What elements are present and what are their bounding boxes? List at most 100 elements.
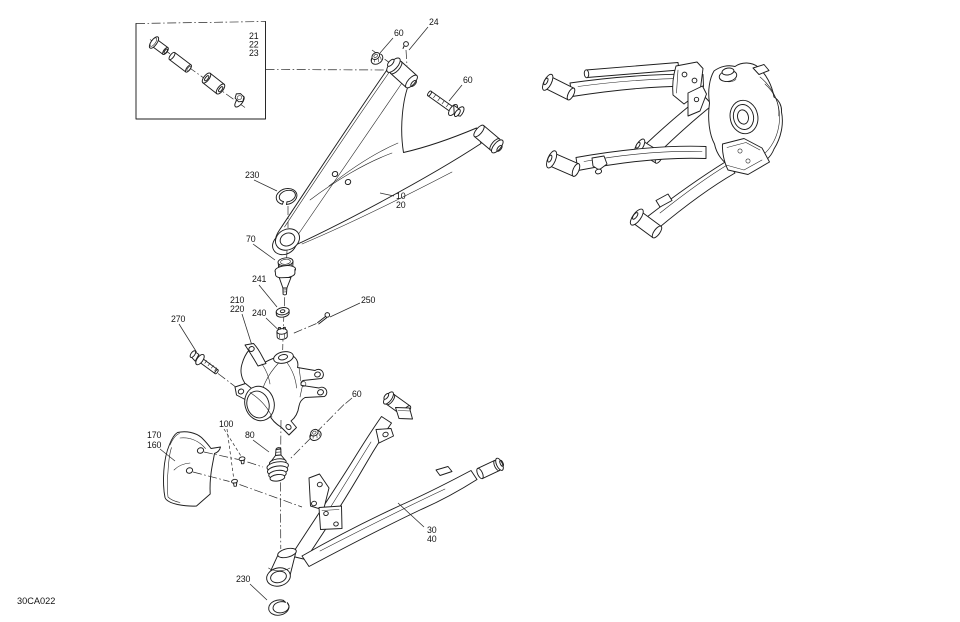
cotter-pin-250-shape — [317, 315, 328, 325]
nut-part-shape — [234, 93, 245, 103]
upper-suspension-arm-shape — [344, 178, 352, 186]
upper-arm-front-bushing — [386, 57, 418, 89]
assembled-suspension-view-shape — [583, 69, 590, 79]
lower-suspension-arm-shape — [323, 511, 329, 516]
arm-guard-shape — [167, 433, 181, 503]
snap-ring-upper-shape — [281, 201, 288, 205]
assembled-suspension-view-shape — [721, 67, 735, 76]
assembled-suspension-view-shape — [693, 96, 700, 103]
lower-suspension-arm-shape — [329, 441, 372, 509]
assembled-lower-rear-bushing-shape — [632, 212, 639, 220]
arm-guard-shape — [179, 437, 206, 449]
arm-guard-shape — [185, 467, 194, 474]
flanged-bolt-upper-shape — [433, 94, 449, 108]
assembled-suspension-view-shape — [569, 73, 704, 97]
snap-ring-lower-shape — [272, 601, 290, 614]
callout-20: 20 — [396, 200, 406, 210]
steering-knuckle-shape — [317, 389, 324, 396]
leader-line — [159, 448, 176, 462]
callout-label: 241 — [252, 274, 266, 284]
assembled-suspension-view-shape — [681, 71, 688, 78]
snap-ring-lower-shape — [282, 599, 289, 605]
callout-80: 80 — [245, 430, 270, 453]
leader-line — [448, 84, 463, 102]
upper-suspension-arm-shape — [292, 79, 405, 243]
steering-knuckle-shape — [249, 392, 273, 418]
lower-suspension-arm-shape — [311, 500, 317, 507]
assembled-lower-front-bushing-shape — [571, 163, 581, 177]
cotter-pin-250 — [292, 312, 331, 334]
assembled-suspension-view-shape — [759, 76, 780, 158]
spacer-part-shape — [204, 75, 210, 82]
lower-arm-front-bushing-shape — [495, 457, 504, 471]
upper-arm-rear-bushing-shape — [473, 124, 485, 138]
upper-suspension-arm-shape — [328, 142, 399, 187]
leader-line — [178, 323, 197, 353]
steering-knuckle-shape — [314, 371, 321, 378]
callout-250: 250 — [329, 295, 376, 318]
assembled-suspension-view-shape — [725, 159, 763, 171]
callout-230: 230 — [245, 170, 278, 192]
upper-arm-eye — [272, 228, 301, 256]
sleeve-part — [168, 51, 192, 73]
assembled-suspension-view-shape — [745, 158, 751, 164]
steering-knuckle-shape — [246, 390, 270, 419]
upper-suspension-arm-shape — [284, 68, 392, 228]
steering-knuckle-shape — [282, 428, 295, 436]
callout-170: 170 — [147, 430, 162, 440]
assembled-suspension-view-shape — [594, 168, 603, 175]
assembled-lower-rear-bushing — [629, 208, 663, 239]
callout-label: 60 — [394, 28, 404, 38]
upper-ball-joint-shape — [278, 276, 292, 289]
leader-line — [379, 37, 394, 54]
assembled-suspension-view-shape — [687, 85, 707, 117]
guard-attachment-lines-shape — [203, 451, 239, 460]
leader-line — [241, 313, 252, 345]
callout-label: 22 — [249, 40, 259, 50]
nut-part-shape — [236, 95, 242, 100]
upper-ball-joint-shape — [280, 258, 291, 265]
arm-pivot-pin-shape — [403, 41, 409, 47]
leader-line — [258, 284, 278, 308]
upper-ball-joint-shape — [283, 289, 287, 293]
assembled-suspension-view-shape — [737, 109, 749, 125]
bushing-part-shape — [163, 48, 168, 54]
nut-part — [234, 93, 245, 108]
steering-knuckle-shape — [262, 362, 280, 389]
flanged-bolt-knuckle-shape — [189, 350, 197, 358]
castle-nut-240-shape — [276, 328, 288, 335]
guard-attachment-lines-shape — [192, 471, 230, 482]
inset-hardware-kit — [135, 21, 392, 120]
callout-270: 270 — [171, 314, 197, 353]
callout-label: 240 — [252, 308, 266, 318]
upper-arm-rear-bushing-shape — [496, 144, 503, 152]
upper-suspension-arm-shape — [331, 170, 339, 178]
leader-line — [379, 192, 395, 197]
upper-ball-joint — [274, 257, 297, 296]
callout-label: 10 — [396, 191, 406, 201]
callout-60: 60 — [345, 389, 362, 404]
callout-label: 270 — [171, 314, 185, 324]
callout-210: 210 — [230, 295, 245, 305]
lower-arm-apex-socket-shape — [277, 547, 297, 559]
guard-attachment-lines-shape — [239, 484, 303, 508]
upper-ball-joint-shape — [282, 287, 288, 296]
lower-ball-joint-shape — [269, 473, 286, 482]
flanged-nut-upper — [370, 52, 384, 65]
upper-arm-front-bushing-shape — [410, 79, 417, 87]
steering-knuckle-shape — [298, 367, 303, 398]
upper-arm-rear-bushing — [473, 124, 504, 154]
callout-label: 60 — [352, 389, 362, 399]
upper-suspension-arm-shape — [301, 171, 453, 245]
callout-label: 230 — [236, 574, 250, 584]
washer-241-shape — [279, 309, 286, 314]
flanged-nut-lower — [289, 404, 345, 460]
upper-arm-front-bushing-shape — [387, 58, 395, 67]
assembled-suspension-view-shape — [726, 142, 761, 151]
inset-hardware-kit-shape — [265, 69, 392, 71]
snap-ring-upper-shape — [278, 189, 296, 203]
leader-line — [408, 26, 429, 51]
upper-suspension-arm-shape — [309, 152, 393, 201]
